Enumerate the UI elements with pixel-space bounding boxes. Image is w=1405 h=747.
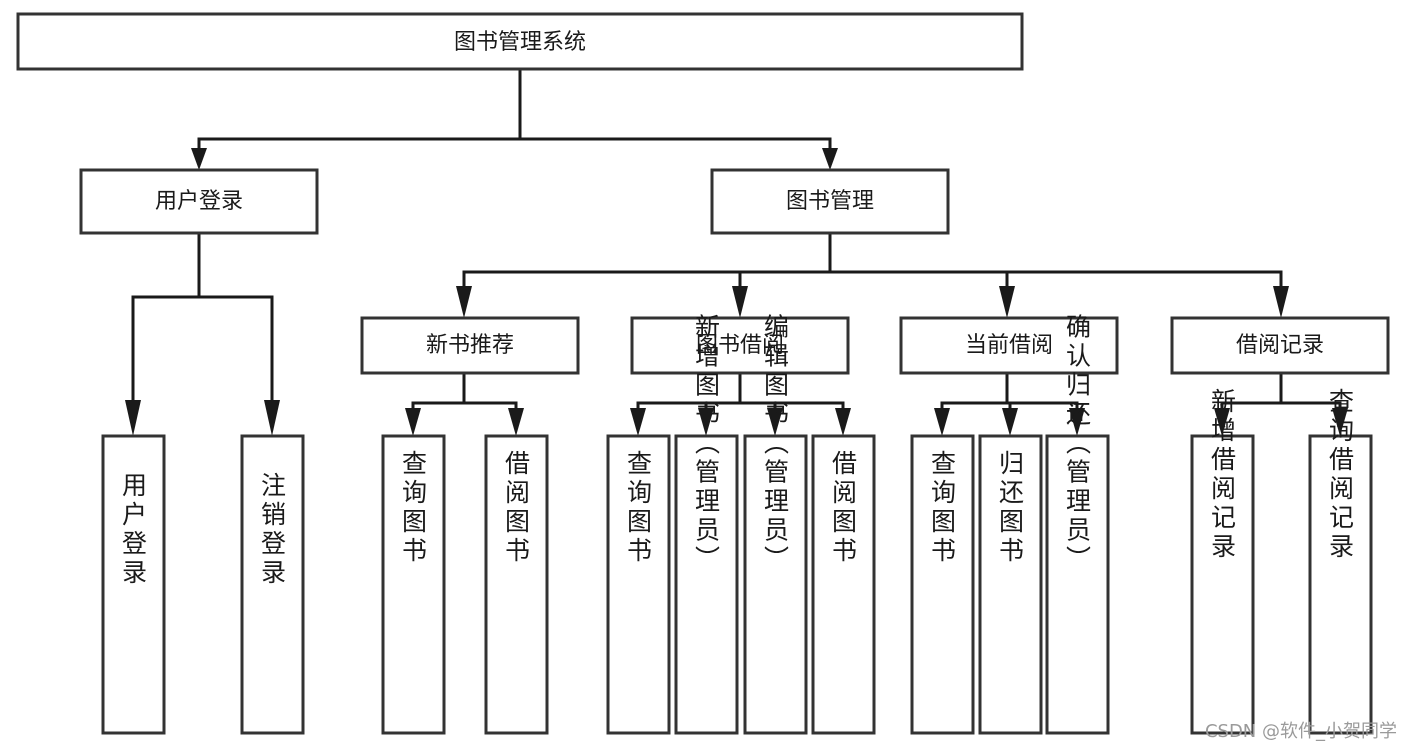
leaf-user-login-1[interactable]: 用户登录	[101, 434, 166, 735]
arrow-head-borrow-record-leaf-1	[1214, 408, 1230, 436]
node-book-borrow[interactable]: 图书借阅	[630, 316, 850, 375]
leaf-borrow-record-1[interactable]: 新增借阅记录	[1190, 388, 1255, 735]
leaf-book-borrow-2-box[interactable]	[674, 434, 739, 735]
node-current-borrow-label: 当前借阅	[965, 333, 1053, 358]
node-user-login-label: 用户登录	[155, 189, 243, 214]
leaf-user-login-1-label: 用户登录	[119, 472, 148, 588]
node-user-login-box[interactable]	[79, 168, 319, 235]
leaf-user-login-1-box[interactable]	[101, 434, 166, 735]
arrow-head-user-login-leaf-2	[264, 400, 280, 436]
leaf-user-login-2-label: 注销登录	[258, 472, 287, 588]
arrow-head-user-login	[191, 148, 207, 170]
leaf-borrow-record-1-box[interactable]	[1190, 434, 1255, 735]
node-borrow-record[interactable]: 借阅记录	[1170, 316, 1390, 375]
arrow-head-current-borrow-leaf-2	[1002, 408, 1018, 436]
connector-group-root	[191, 67, 838, 170]
node-new-book-recommend-box[interactable]	[360, 316, 580, 375]
leaf-borrow-record-2-box[interactable]	[1308, 434, 1373, 735]
connector-group-book-manage	[456, 231, 1289, 318]
leaf-new-book-2[interactable]: 借阅图书	[484, 434, 549, 735]
arrow-head-borrow-record	[1273, 286, 1289, 318]
leaf-current-borrow-3-label: 确认归还（管理员）	[1063, 314, 1092, 575]
arrow-head-book-borrow-leaf-3	[767, 408, 783, 436]
leaf-borrow-record-2[interactable]: 查询借阅记录	[1308, 388, 1373, 735]
leaf-current-borrow-1[interactable]: 查询图书	[910, 434, 975, 735]
connector-group-current-borrow	[934, 371, 1085, 436]
arrow-head-current-borrow-leaf-3	[1069, 408, 1085, 436]
node-borrow-record-label: 借阅记录	[1236, 333, 1324, 358]
node-book-manage-box[interactable]	[710, 168, 950, 235]
leaf-book-borrow-3-box[interactable]	[743, 434, 808, 735]
arrow-head-current-borrow	[999, 286, 1015, 318]
node-root[interactable]: 图书管理系统	[16, 12, 1024, 71]
node-book-borrow-label: 图书借阅	[696, 333, 784, 358]
leaf-borrow-record-1-label: 新增借阅记录	[1208, 388, 1237, 562]
connector-group-borrow-record	[1214, 371, 1348, 436]
arrow-head-current-borrow-leaf-1	[934, 408, 950, 436]
leaf-current-borrow-1-label: 查询图书	[928, 450, 957, 566]
connector-group-book-borrow	[630, 371, 851, 436]
node-book-manage-label: 图书管理	[786, 189, 874, 214]
leaf-current-borrow-3[interactable]: 确认归还（管理员）	[1045, 314, 1110, 735]
leaf-new-book-2-label: 借阅图书	[502, 450, 531, 566]
node-current-borrow[interactable]: 当前借阅	[899, 316, 1119, 375]
leaf-current-borrow-1-box[interactable]	[910, 434, 975, 735]
leaf-current-borrow-3-box[interactable]	[1045, 434, 1110, 735]
leaf-new-book-1-box[interactable]	[381, 434, 446, 735]
node-current-borrow-box[interactable]	[899, 316, 1119, 375]
leaf-borrow-record-2-label: 查询借阅记录	[1326, 388, 1355, 562]
leaf-book-borrow-3[interactable]: 编辑图书（管理员）	[743, 314, 808, 735]
connector-group-new-book-recommend	[405, 371, 524, 436]
connector-group-user-login	[125, 231, 280, 436]
leaf-current-borrow-2-label: 归还图书	[996, 450, 1025, 566]
arrow-head-book-borrow-leaf-1	[630, 408, 646, 436]
node-borrow-record-box[interactable]	[1170, 316, 1390, 375]
arrow-head-new-book-leaf-1	[405, 408, 421, 436]
leaf-new-book-1[interactable]: 查询图书	[381, 434, 446, 735]
node-book-manage[interactable]: 图书管理	[710, 168, 950, 235]
leaf-book-borrow-4-box[interactable]	[811, 434, 876, 735]
leaf-user-login-2[interactable]: 注销登录	[240, 434, 305, 735]
node-new-book-recommend-label: 新书推荐	[426, 333, 514, 358]
node-user-login[interactable]: 用户登录	[79, 168, 319, 235]
node-root-label: 图书管理系统	[454, 30, 586, 55]
leaf-current-borrow-2-box[interactable]	[978, 434, 1043, 735]
arrow-head-user-login-leaf-1	[125, 400, 141, 436]
arrow-head-book-borrow-leaf-4	[835, 408, 851, 436]
leaf-book-borrow-2[interactable]: 新增图书（管理员）	[674, 314, 739, 735]
arrow-head-new-book-recommend	[456, 286, 472, 318]
arrow-head-book-manage	[822, 148, 838, 170]
leaf-book-borrow-3-label: 编辑图书（管理员）	[761, 314, 790, 575]
arrow-head-book-borrow	[732, 286, 748, 318]
leaf-new-book-2-box[interactable]	[484, 434, 549, 735]
arrow-head-borrow-record-leaf-2	[1332, 408, 1348, 436]
leaf-book-borrow-1-box[interactable]	[606, 434, 671, 735]
arrow-head-book-borrow-leaf-2	[698, 408, 714, 436]
leaf-book-borrow-4-label: 借阅图书	[829, 450, 858, 566]
node-new-book-recommend[interactable]: 新书推荐	[360, 316, 580, 375]
leaf-book-borrow-2-label: 新增图书（管理员）	[692, 314, 721, 575]
leaf-book-borrow-1-label: 查询图书	[624, 450, 653, 566]
leaf-current-borrow-2[interactable]: 归还图书	[978, 434, 1043, 735]
leaf-user-login-2-box[interactable]	[240, 434, 305, 735]
node-book-borrow-box[interactable]	[630, 316, 850, 375]
node-root-box[interactable]	[16, 12, 1024, 71]
leaf-book-borrow-4[interactable]: 借阅图书	[811, 434, 876, 735]
leaf-new-book-1-label: 查询图书	[399, 450, 428, 566]
leaf-book-borrow-1[interactable]: 查询图书	[606, 434, 671, 735]
arrow-head-new-book-leaf-2	[508, 408, 524, 436]
